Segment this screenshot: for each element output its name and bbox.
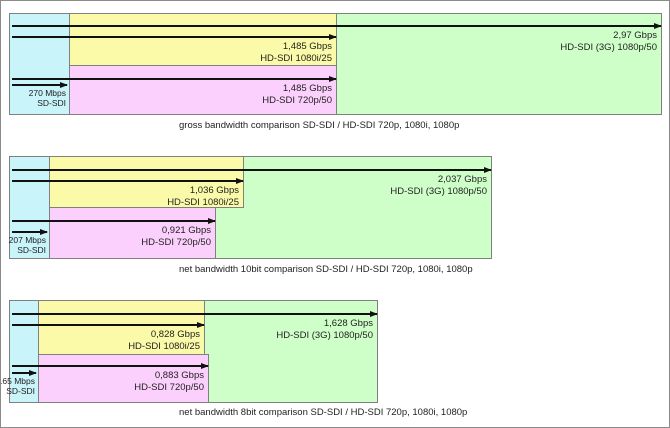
hd720p-region — [38, 354, 209, 403]
hd1080i-label: HD-SDI 1080i/25 — [167, 197, 239, 208]
hd1080i-rate: 1,485 Gbps — [283, 41, 332, 52]
hd1080i-region — [69, 13, 337, 66]
sd-label: SD-SDI — [6, 386, 35, 396]
sd-rate: 165 Mbps — [1, 376, 35, 386]
sd-region — [9, 13, 70, 115]
hd3g-label: HD-SDI (3G) 1080p/50 — [276, 330, 373, 341]
hd720p-label: HD-SDI 720p/50 — [141, 237, 211, 248]
hd720p-label: HD-SDI 720p/50 — [134, 382, 204, 393]
hd1080i-label: HD-SDI 1080i/25 — [260, 53, 332, 64]
hd3g-label: HD-SDI (3G) 1080p/50 — [560, 42, 657, 53]
panel-caption: net bandwidth 10bit comparison SD-SDI / … — [179, 264, 473, 275]
sd-region — [9, 300, 39, 403]
hd3g-rate: 2,037 Gbps — [438, 174, 487, 185]
sd-label: SD-SDI — [37, 98, 66, 108]
hd720p-region — [49, 207, 216, 259]
hd1080i-rate: 1,036 Gbps — [190, 185, 239, 196]
hd3g-label: HD-SDI (3G) 1080p/50 — [390, 186, 487, 197]
sd-rate: 270 Mbps — [29, 88, 66, 98]
hd720p-region — [69, 65, 337, 115]
hd3g-rate: 2,97 Gbps — [613, 30, 657, 41]
hd1080i-label: HD-SDI 1080i/25 — [128, 341, 200, 352]
sd-label: SD-SDI — [17, 245, 46, 255]
panel-caption: gross bandwidth comparison SD-SDI / HD-S… — [179, 120, 459, 131]
hd1080i-rate: 0,828 Gbps — [151, 329, 200, 340]
hd720p-rate: 0,921 Gbps — [162, 225, 211, 236]
sd-region — [9, 156, 50, 259]
hd3g-rate: 1,628 Gbps — [324, 318, 373, 329]
hd720p-rate: 0,883 Gbps — [155, 370, 204, 381]
hd720p-label: HD-SDI 720p/50 — [262, 95, 332, 106]
sd-rate: 207 Mbps — [9, 235, 46, 245]
panel-caption: net bandwidth 8bit comparison SD-SDI / H… — [179, 407, 467, 418]
hd720p-rate: 1,485 Gbps — [283, 83, 332, 94]
